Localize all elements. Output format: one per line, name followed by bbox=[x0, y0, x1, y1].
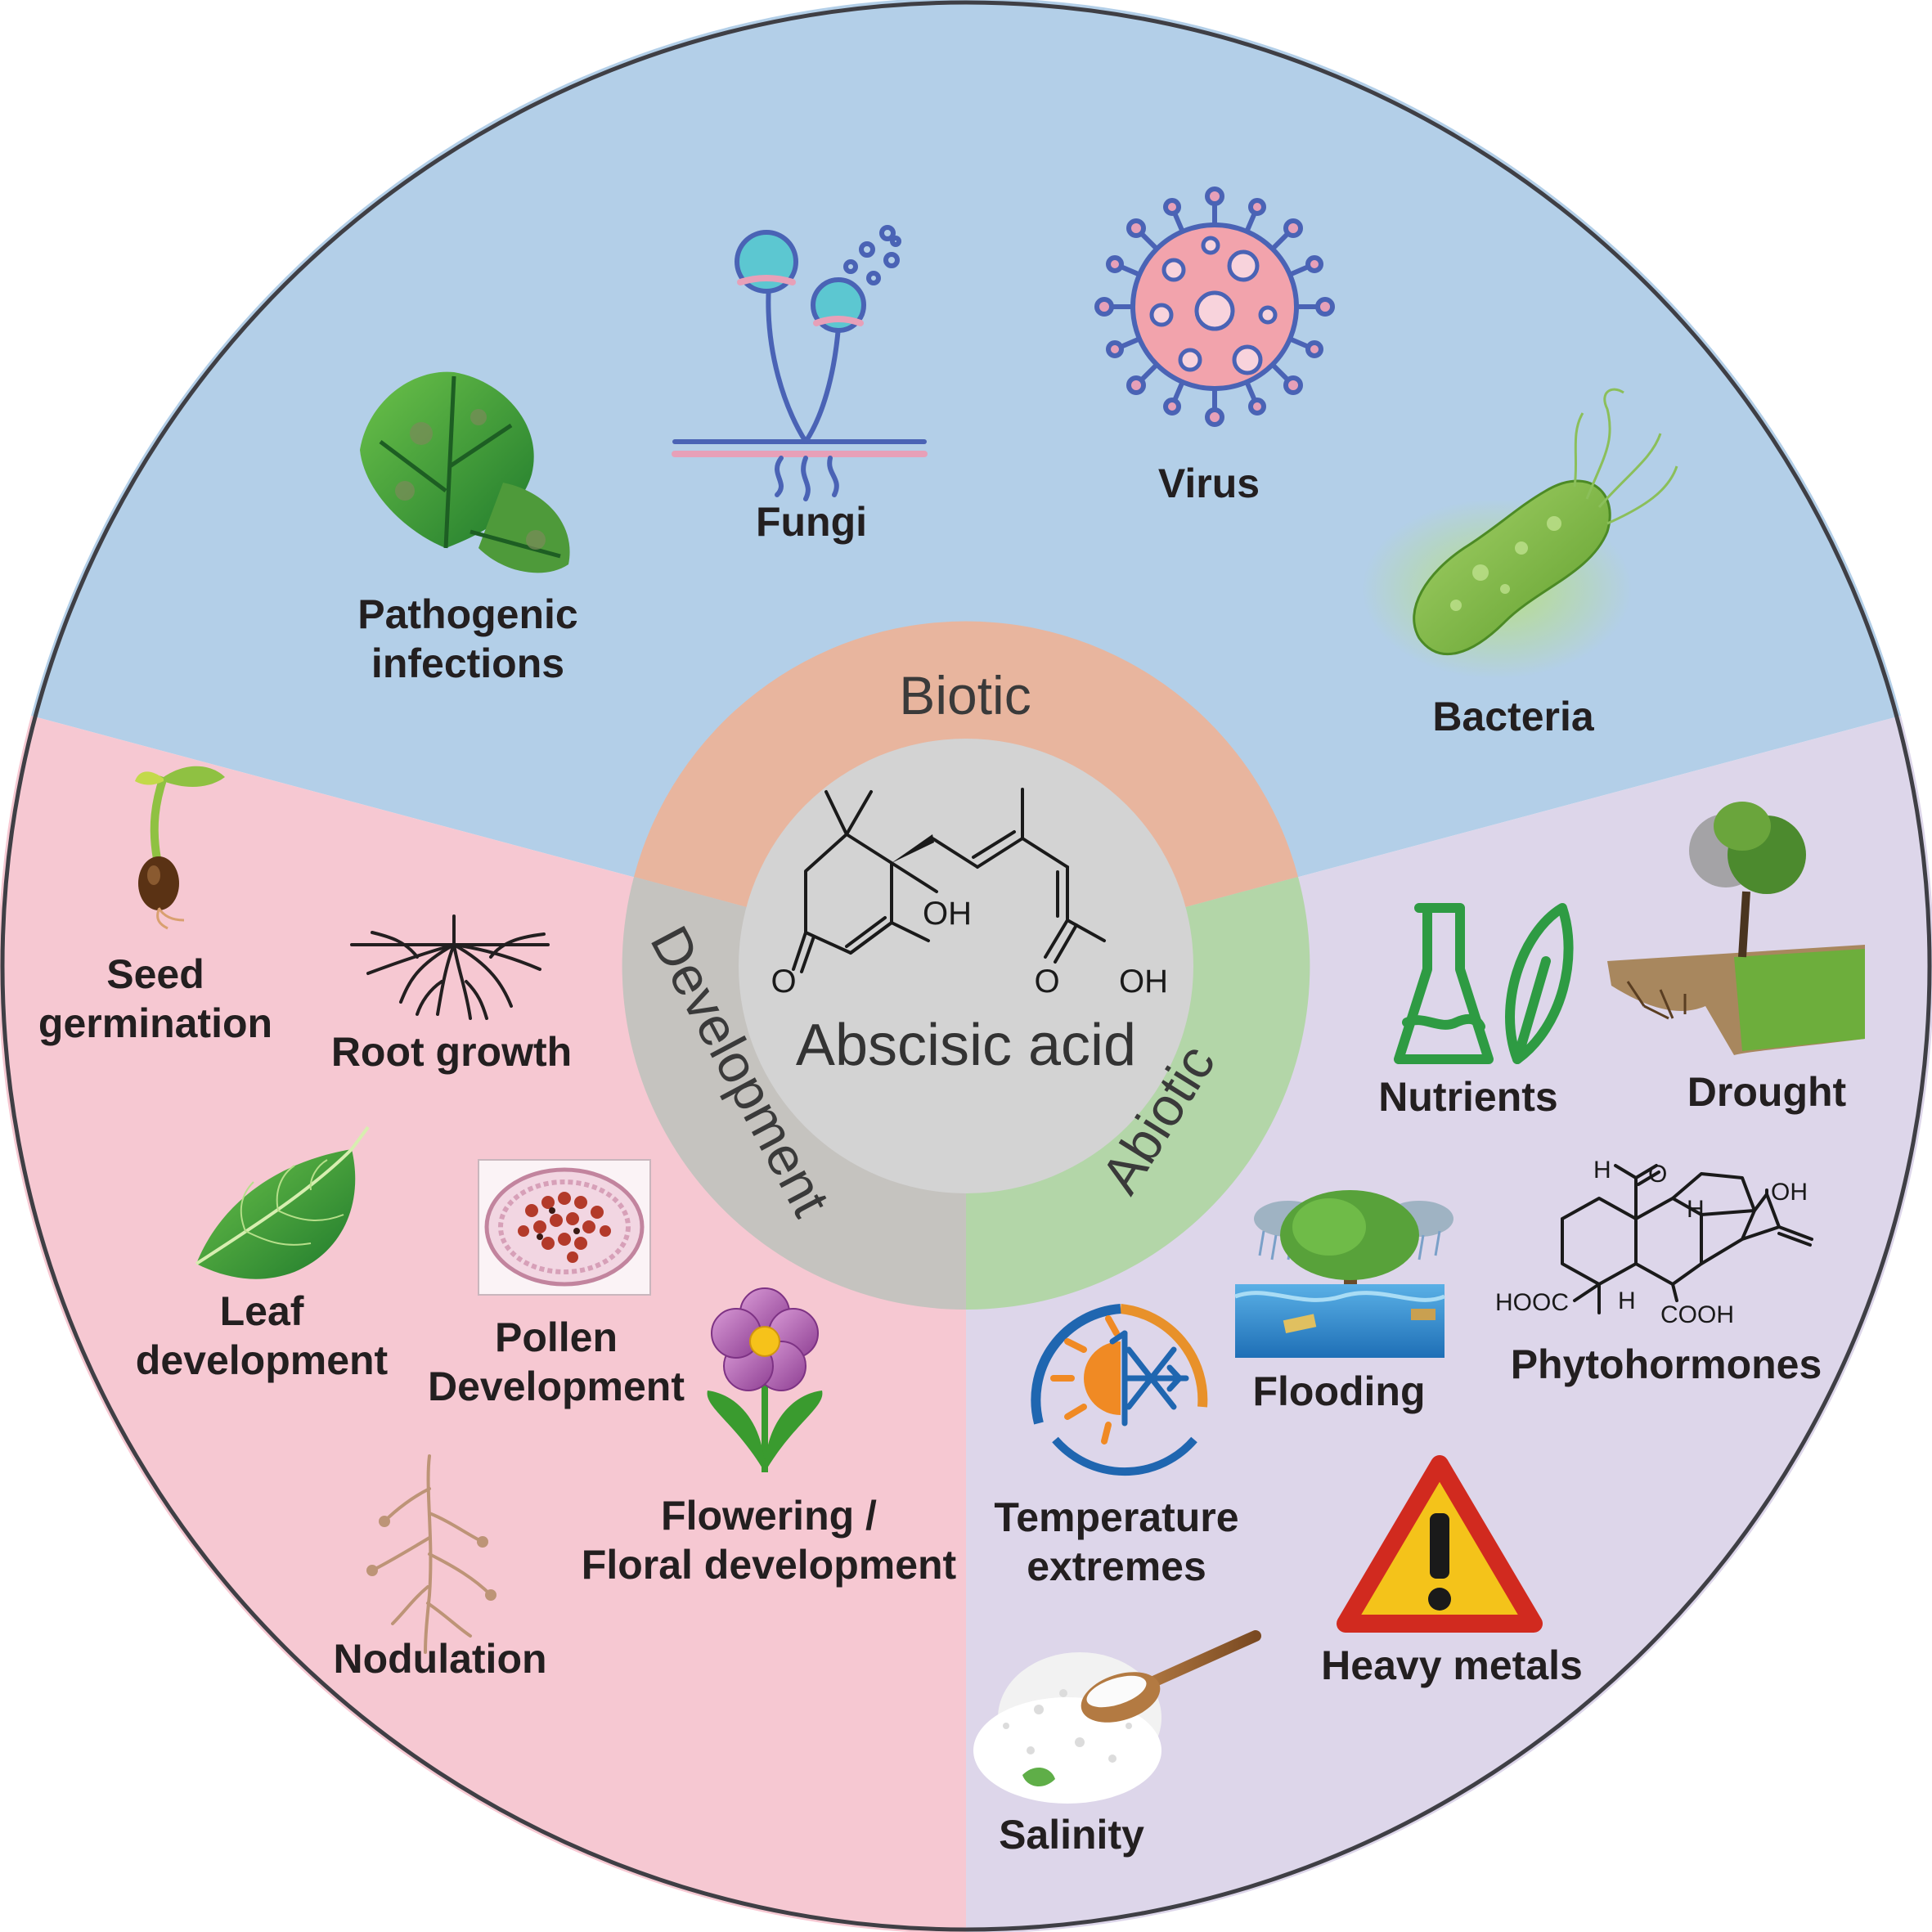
bacteria-icon bbox=[1362, 388, 1678, 679]
virus-icon bbox=[1094, 186, 1335, 427]
atom-oh-ring: OH bbox=[923, 896, 972, 932]
label-phytohormones: Phytohormones bbox=[1511, 1341, 1822, 1387]
atom-hooc: HOOC bbox=[1495, 1289, 1569, 1316]
atom-h-aldehyde: H bbox=[1593, 1157, 1611, 1184]
label-seed-line2: germination bbox=[38, 1000, 272, 1046]
atom-oh-gibberellin: OH bbox=[1771, 1179, 1808, 1206]
gibberellin-structure-icon: H O OH H H HOOC COOH bbox=[1495, 1157, 1813, 1328]
label-pathogenic-line1: Pathogenic bbox=[357, 591, 577, 637]
label-flowering-line1: Flowering / bbox=[661, 1493, 877, 1539]
atom-o-acid: O bbox=[1034, 964, 1059, 1000]
label-virus: Virus bbox=[1158, 461, 1260, 506]
biotic-sector bbox=[31, 0, 1901, 966]
inner-ring: Biotic Development Abiotic bbox=[622, 621, 1310, 1310]
label-nodulation: Nodulation bbox=[333, 1636, 546, 1682]
nodulated-root-icon bbox=[366, 1454, 496, 1654]
flower-icon bbox=[707, 1287, 823, 1472]
sun-snowflake-icon bbox=[1031, 1304, 1208, 1476]
development-ring-segment bbox=[622, 877, 966, 1310]
label-pollen-line1: Pollen bbox=[495, 1314, 618, 1360]
fungi-icon bbox=[672, 225, 928, 501]
pollen-micrograph-icon bbox=[478, 1159, 651, 1296]
atom-cooh: COOH bbox=[1660, 1301, 1734, 1328]
label-leaf-line1: Leaf bbox=[220, 1288, 304, 1334]
label-root-growth: Root growth bbox=[331, 1029, 572, 1075]
label-bacteria: Bacteria bbox=[1432, 694, 1595, 739]
center-disc bbox=[739, 739, 1193, 1193]
atom-o-ketone: O bbox=[771, 964, 796, 1000]
atom-h-2: H bbox=[1618, 1287, 1636, 1314]
label-heavy-metals: Heavy metals bbox=[1321, 1642, 1583, 1688]
label-temperature-line2: extremes bbox=[1027, 1543, 1206, 1589]
biotic-ring-segment bbox=[634, 621, 1298, 909]
warning-triangle-icon bbox=[1337, 1455, 1543, 1633]
center-title: Abscisic acid bbox=[796, 1013, 1136, 1078]
label-temperature-line1: Temperature bbox=[994, 1494, 1238, 1540]
root-icon bbox=[350, 914, 550, 1020]
ring-label-biotic: Biotic bbox=[899, 665, 1031, 726]
label-flowering-line2: Floral development bbox=[582, 1542, 957, 1588]
atom-h-1: H bbox=[1687, 1196, 1705, 1223]
label-nutrients: Nutrients bbox=[1378, 1074, 1557, 1120]
label-pollen-line2: Development bbox=[428, 1364, 685, 1409]
sprouting-seed-icon bbox=[135, 766, 225, 930]
atom-oh-acid: OH bbox=[1119, 964, 1168, 1000]
abiotic-ring-segment bbox=[966, 877, 1310, 1310]
atom-o-aldehyde: O bbox=[1648, 1161, 1667, 1188]
label-seed-line1: Seed bbox=[106, 951, 204, 997]
salt-spoon-icon bbox=[973, 1630, 1261, 1804]
label-fungi: Fungi bbox=[756, 499, 867, 545]
label-drought: Drought bbox=[1687, 1069, 1847, 1115]
abscisic-acid-structure: O OH O OH Abscisic acid bbox=[771, 788, 1168, 1078]
label-leaf-line2: development bbox=[136, 1337, 389, 1383]
infected-leaf-icon bbox=[360, 371, 570, 573]
drought-tree-icon bbox=[1607, 802, 1865, 1055]
label-flooding: Flooding bbox=[1252, 1368, 1425, 1414]
label-salinity: Salinity bbox=[999, 1812, 1144, 1858]
label-pathogenic-line2: infections bbox=[371, 640, 564, 686]
flooding-tree-icon bbox=[1234, 1190, 1453, 1358]
flask-leaf-icon bbox=[1394, 903, 1574, 1064]
leaf-icon bbox=[195, 1126, 370, 1279]
